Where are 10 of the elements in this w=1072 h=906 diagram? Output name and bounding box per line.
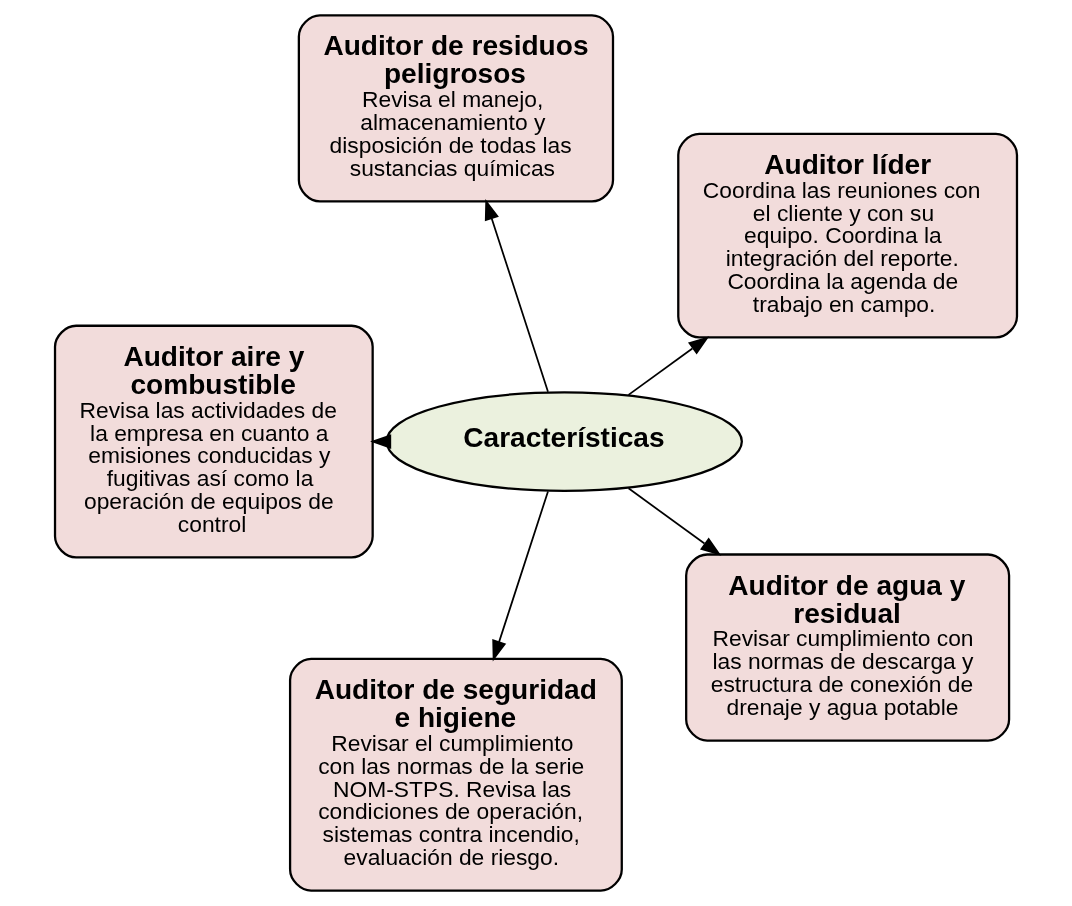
- arrow: [484, 199, 549, 393]
- node-box: Auditor de agua y residual Revisar cumplimiento con las normas de descarga y estructura de conexión de drenaje y agua potable: [685, 553, 1011, 742]
- arrow: [627, 336, 710, 396]
- node-box: Auditor de seguridad e higiene Revisar el cumplimiento con las normas de la serie NOM-STPS. Revisa las condiciones de operación, sistemas contra incendio, evaluación de riesgo.: [288, 657, 623, 892]
- arrow: [370, 434, 392, 449]
- arrow: [627, 487, 722, 556]
- arrow: [492, 490, 549, 662]
- node-box: Auditor de residuos peligrosos Revisa el manejo, almacenamiento y disposición de todas las sustancias químicas: [297, 14, 615, 203]
- node-box: Auditor líder Coordina las reuniones con el cliente y con su equipo. Coordina la integración del reporte. Coordina la agenda de trabajo en campo.: [677, 132, 1019, 339]
- node-box: Auditor aire y combustible Revisa las actividades de la empresa en cuanto a emisiones conducidas y fugitivas así como la operación de equipos de control: [53, 324, 374, 559]
